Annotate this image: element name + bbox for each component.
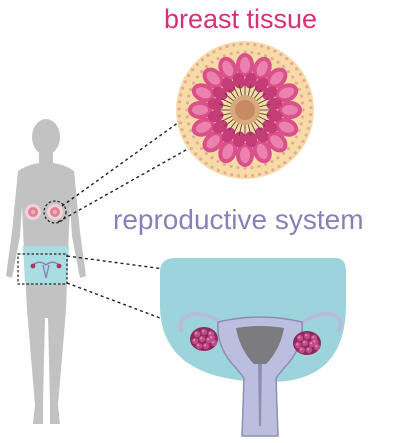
body-mini-uterus (33, 261, 59, 279)
uterus-cavity (236, 326, 284, 364)
breast-tissue-label: breast tissue (164, 4, 318, 34)
connector-line-repro-1 (66, 255, 165, 270)
breast-tissue-lobules (188, 53, 302, 167)
body-mini-ovary-left (30, 263, 36, 269)
connector-line-repro-2 (66, 282, 161, 319)
body-breast-right-icon (47, 204, 63, 220)
breast-tissue-fat-dots (177, 42, 313, 178)
body-silhouette (6, 119, 86, 424)
reproductive-system-illustration (160, 258, 346, 437)
connector-line-breast-2 (57, 145, 194, 223)
body-mini-ovary-right (56, 263, 62, 269)
ovary-left (190, 327, 218, 351)
pelvis-highlight-box (17, 253, 68, 285)
breast-highlight-circle (43, 200, 67, 224)
ovary-right (293, 331, 321, 355)
breast-tissue-illustration (176, 41, 314, 179)
reproductive-system-label: reproductive system (113, 204, 364, 235)
cervical-canal (258, 364, 262, 426)
body-breast-left-icon (25, 204, 41, 220)
connector-line-breast-1 (61, 116, 187, 207)
breast-tissue-ducts (219, 84, 271, 136)
